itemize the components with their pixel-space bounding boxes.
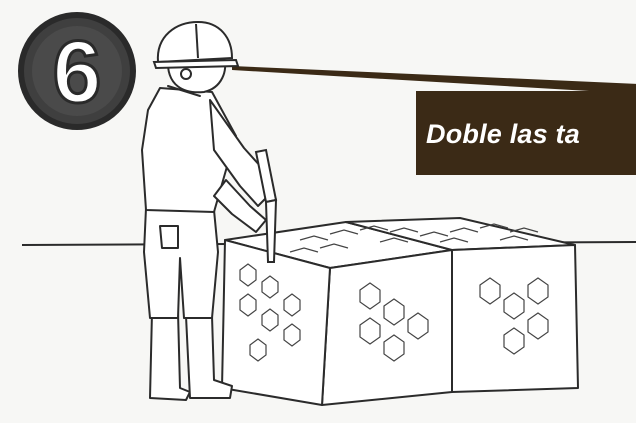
- instruction-caption: Doble las ta: [416, 91, 636, 175]
- hard-hat-icon: [154, 22, 238, 68]
- step-number-badge: 6: [18, 12, 136, 130]
- instruction-caption-text: Doble las ta: [426, 119, 580, 150]
- step-number-inner: 6: [32, 26, 122, 116]
- pointer-line: [232, 66, 636, 94]
- step-number: 6: [53, 28, 102, 116]
